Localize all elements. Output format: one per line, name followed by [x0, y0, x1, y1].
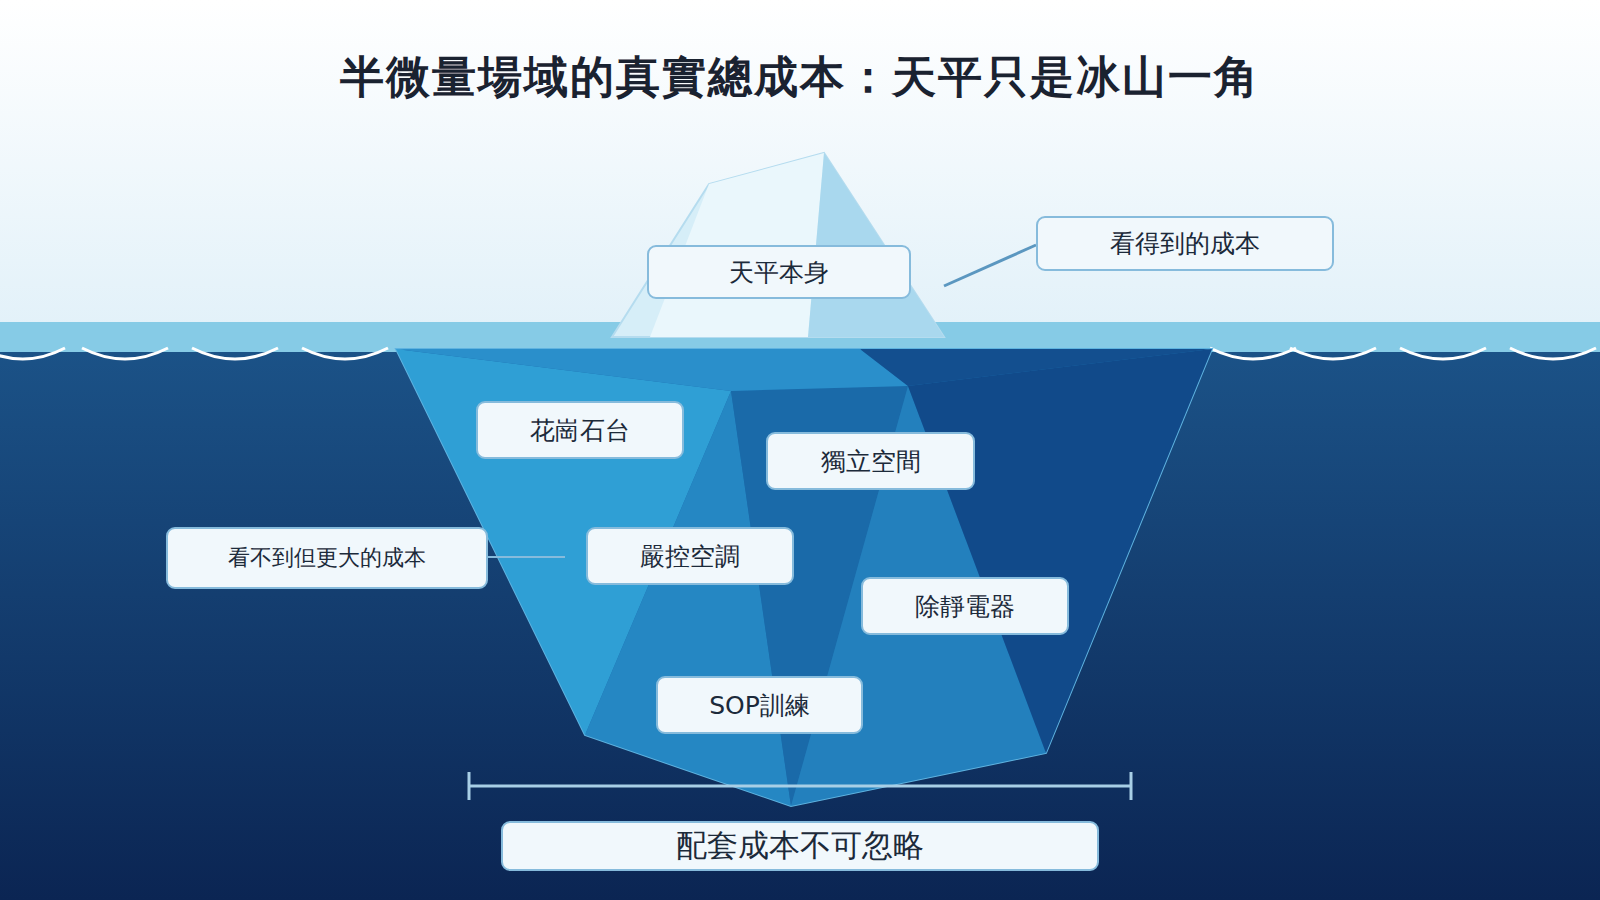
node-label: 嚴控空調 [640, 540, 740, 573]
iceberg-underwater [396, 349, 1212, 806]
node-label: 天平本身 [729, 256, 829, 289]
iceberg-facet [908, 349, 1212, 753]
iceberg-facet [860, 349, 1212, 386]
node-label: 看得到的成本 [1110, 227, 1260, 260]
iceberg-facet [396, 349, 908, 391]
hidden-item: 嚴控空調 [586, 527, 794, 585]
leader-line [944, 245, 1036, 286]
node-label: 配套成本不可忽略 [676, 825, 924, 867]
callout-box: 看得到的成本 [1036, 216, 1334, 271]
deep-sea [0, 352, 1600, 900]
bracket [469, 772, 1131, 800]
node-label: 花崗石台 [530, 414, 630, 447]
summary-box: 配套成本不可忽略 [501, 821, 1099, 871]
hidden-item: 花崗石台 [476, 401, 684, 459]
hidden-item: 獨立空間 [766, 432, 975, 490]
hidden-item: 除靜電器 [861, 577, 1069, 635]
iceberg-tip [612, 153, 944, 337]
visible-item: 天平本身 [647, 245, 911, 299]
title: 半微量場域的真實總成本：天平只是冰山一角 [0, 48, 1600, 107]
leader-line [488, 556, 565, 558]
node-label: 獨立空間 [821, 445, 921, 478]
callout-box: 看不到但更大的成本 [166, 527, 488, 589]
node-label: 看不到但更大的成本 [228, 543, 426, 573]
hidden-item: SOP訓練 [656, 676, 863, 734]
node-label: SOP訓練 [709, 689, 810, 722]
node-label: 除靜電器 [915, 590, 1015, 623]
